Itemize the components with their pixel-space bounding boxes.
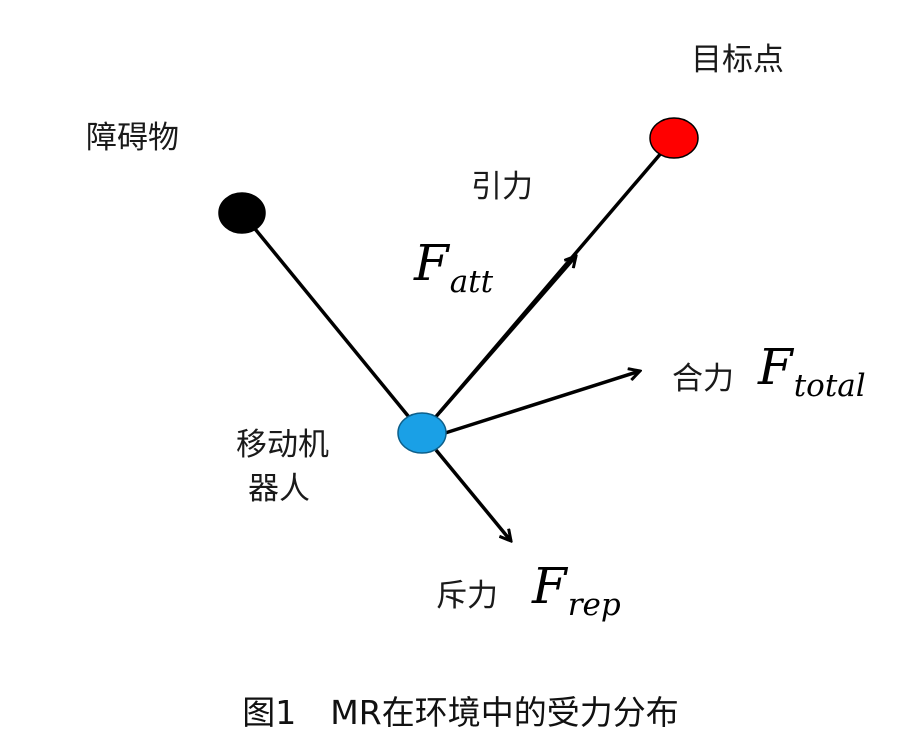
goal-label: 目标点: [691, 42, 784, 78]
attraction-label: 引力: [471, 169, 533, 205]
attraction-subscript: att: [449, 264, 494, 300]
robot-label-line1: 移动机: [236, 427, 329, 463]
repulsion-label: 斥力: [436, 578, 498, 614]
obstacle-node: [218, 192, 266, 234]
obstacle-label: 障碍物: [86, 120, 179, 156]
attraction-symbol: Fatt: [414, 238, 493, 298]
total-force-arrow: [441, 371, 640, 436]
attraction-symbol-f: F: [414, 234, 449, 292]
figure-caption: 图1 MR在环境中的受力分布: [0, 686, 921, 734]
repulsion-subscript: rep: [567, 587, 621, 623]
total-force-label: 合力: [672, 361, 734, 397]
obstacle-robot-line: [240, 211, 424, 435]
goal-node: [649, 117, 699, 159]
total-force-subscript: total: [793, 368, 866, 404]
total-force-symbol-f: F: [758, 338, 793, 396]
figure-number: 图1: [242, 693, 297, 732]
repulsion-arrow: [434, 448, 511, 541]
repulsion-symbol-f: F: [532, 557, 567, 615]
robot-node: [397, 412, 447, 454]
figure-caption-text: MR在环境中的受力分布: [330, 693, 679, 732]
attraction-arrow: [438, 256, 576, 414]
repulsion-symbol: Frep: [532, 561, 621, 621]
total-force-symbol: Ftotal: [758, 342, 866, 402]
robot-label-line2: 器人: [248, 471, 310, 507]
